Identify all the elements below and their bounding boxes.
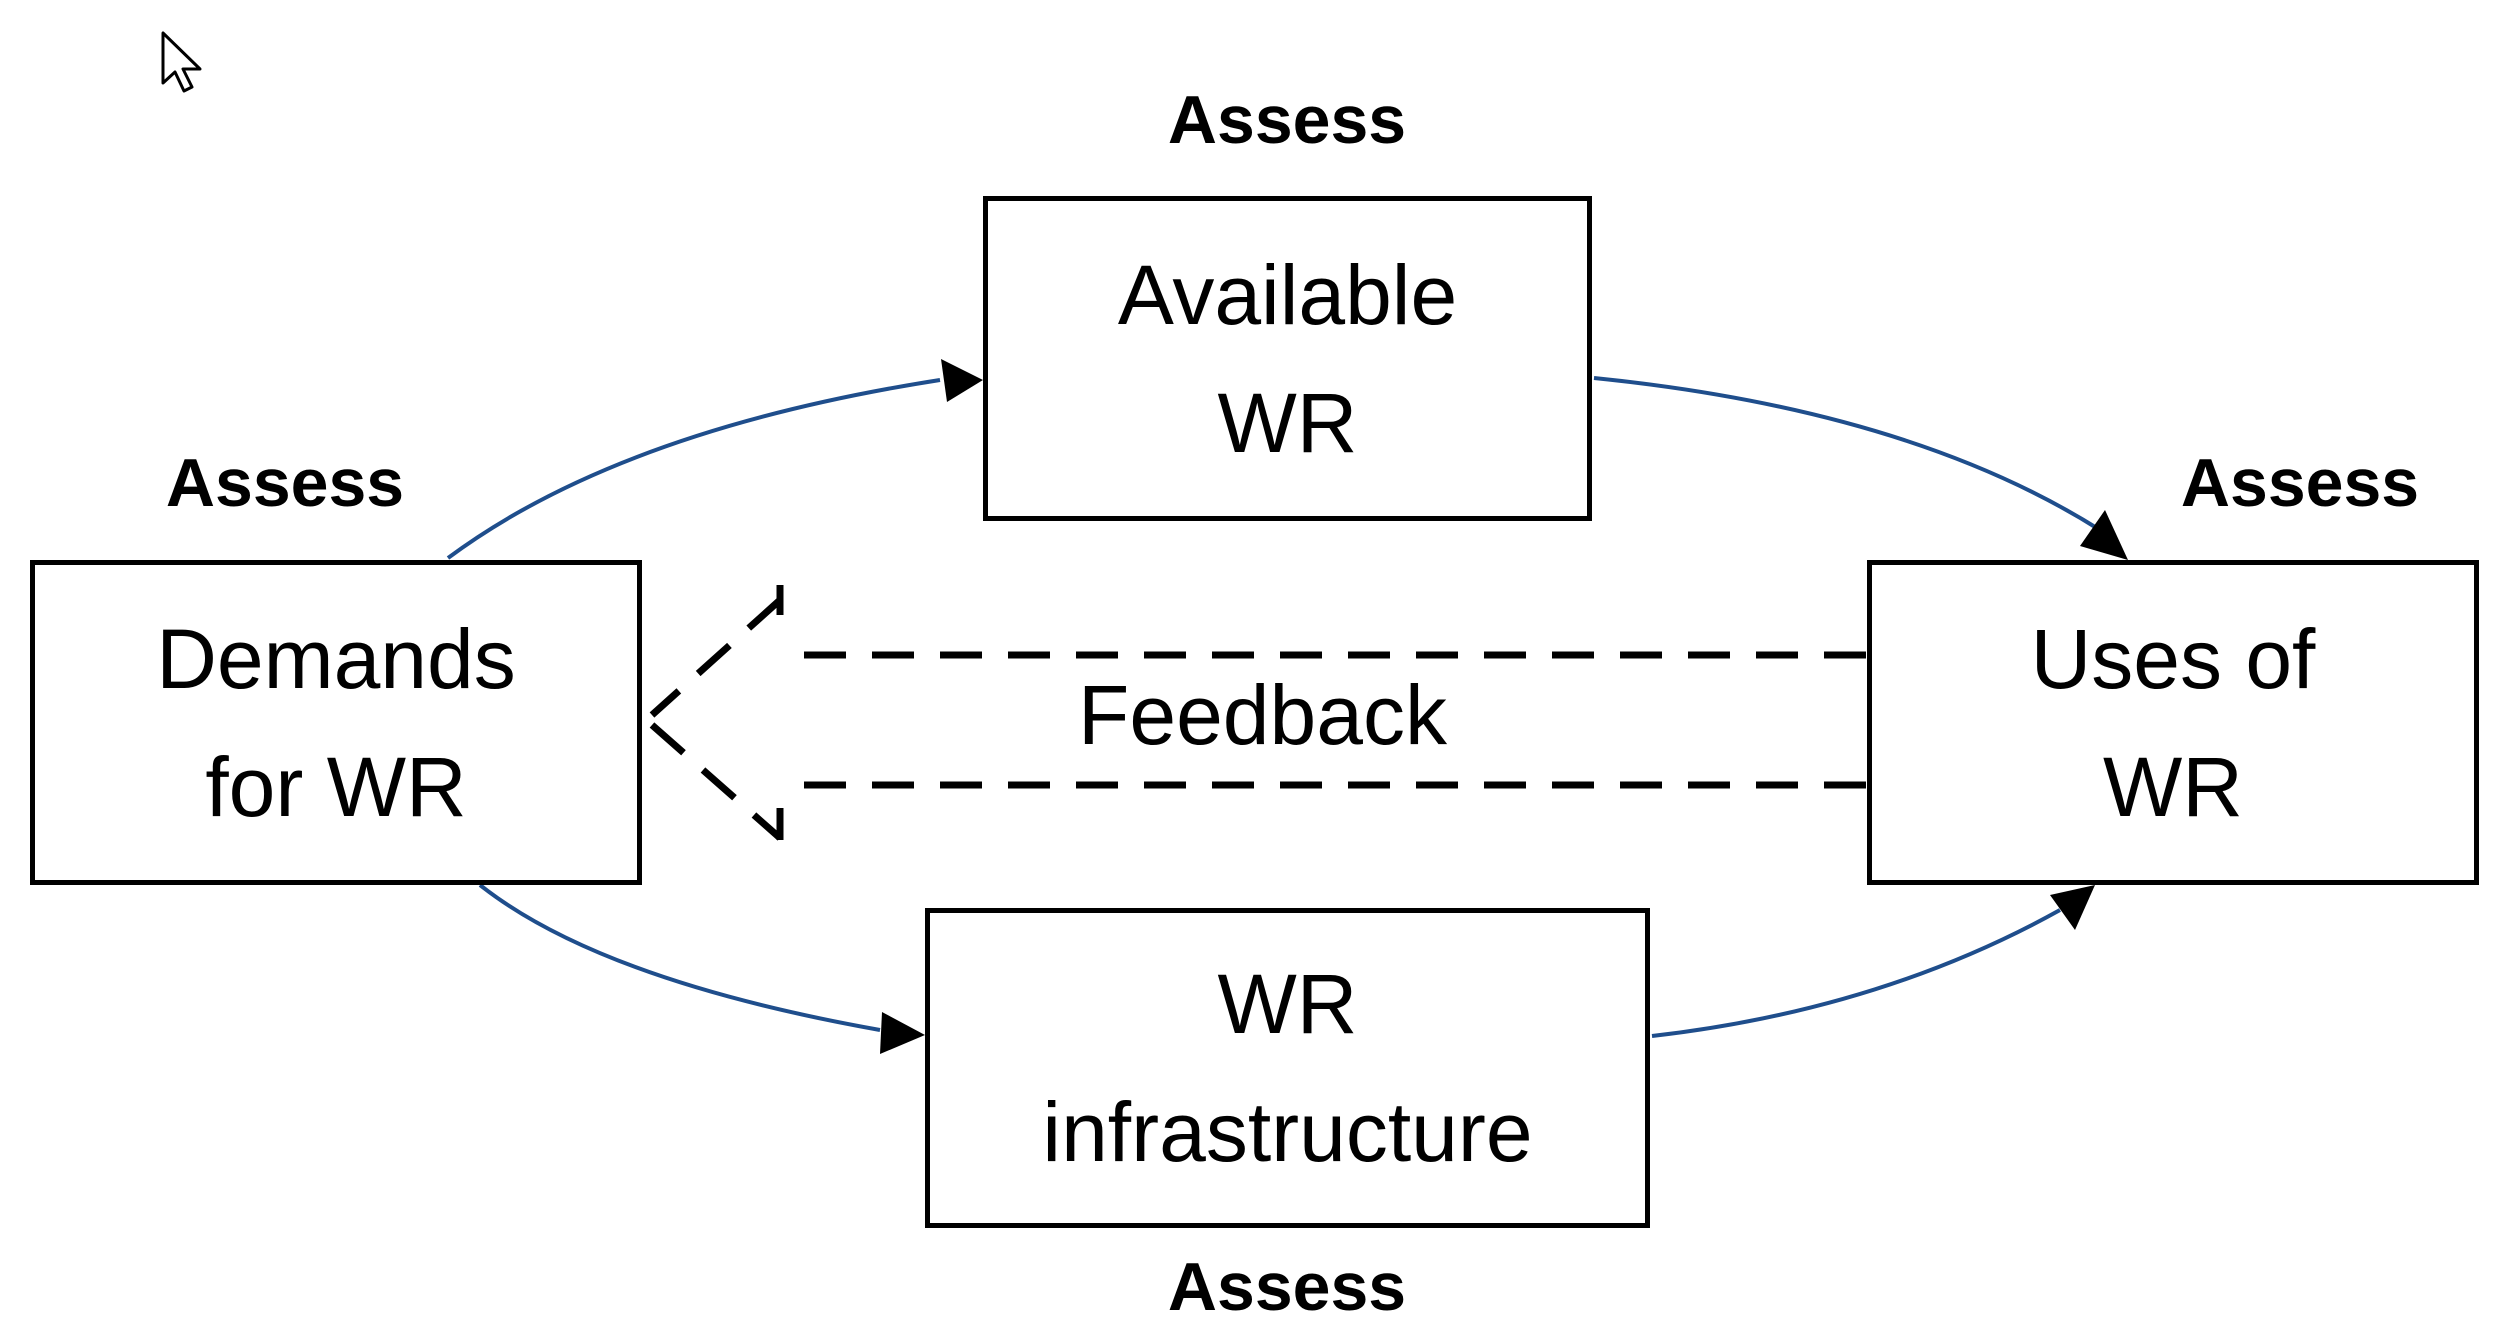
feedback-diagonal-lower: [649, 722, 783, 841]
flow-arrow-infra-to-uses: [1651, 908, 2061, 1038]
flow-arrow-available-to-uses: [1593, 376, 2102, 532]
arrowhead-demands-to-available: [941, 359, 983, 402]
box-text-line: Demands: [156, 611, 516, 706]
uses-of-wr-box: Uses of WR: [1867, 560, 2479, 885]
flow-arrow-demands-to-available: [446, 378, 941, 560]
box-text-line: WR: [1217, 375, 1358, 470]
flow-arrow-demands-to-infra: [478, 883, 881, 1032]
assess-label-uses: Assess: [2180, 445, 2420, 521]
arrowhead-infra-to-uses: [2050, 885, 2095, 930]
box-text-line: WR: [1217, 957, 1358, 1051]
feedback-diagonal-upper: [649, 597, 783, 718]
mouse-pointer-icon: [161, 31, 202, 93]
wr-infrastructure-box: WR infrastructure: [925, 908, 1650, 1228]
arrowhead-available-to-uses: [2080, 510, 2128, 560]
feedback-label: Feedback: [1078, 668, 1447, 762]
assess-label-demands: Assess: [165, 445, 405, 521]
box-text-line: WR: [2103, 739, 2243, 834]
box-text-line: for WR: [205, 739, 467, 834]
arrowhead-demands-to-infra: [880, 1012, 925, 1054]
demands-for-wr-box: Demands for WR: [30, 560, 642, 885]
box-text-line: Uses of: [2030, 611, 2316, 706]
assess-label-available: Assess: [1167, 82, 1407, 158]
box-text-line: infrastructure: [1042, 1085, 1533, 1179]
available-wr-box: Available WR: [983, 196, 1592, 521]
assess-label-infra: Assess: [1167, 1249, 1407, 1325]
box-text-line: Available: [1117, 247, 1458, 342]
